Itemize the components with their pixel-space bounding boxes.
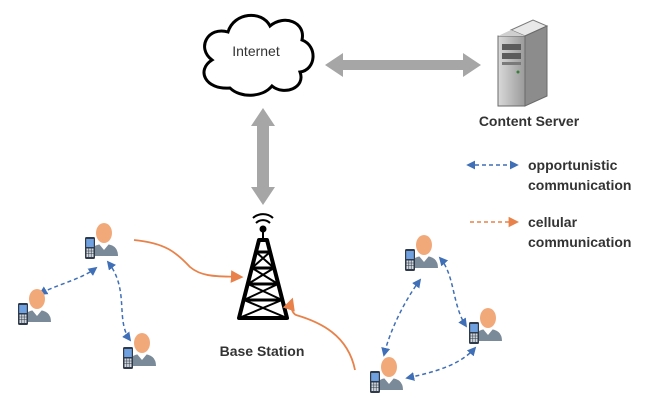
mobile-phone-icon (468, 321, 480, 345)
internet-server-link (325, 53, 481, 77)
cellular-arrow (133, 239, 244, 283)
internet-cloud: Internet (202, 13, 315, 97)
legend-line-2: communication (528, 177, 631, 193)
cellular-arrow (282, 297, 356, 371)
content-server: Content Server (479, 19, 580, 129)
legend-line-1: opportunistic (528, 157, 618, 173)
cellular-links (133, 239, 356, 371)
base-station: Base Station (220, 213, 305, 359)
mobile-phone-icon (122, 346, 134, 370)
user-node (468, 308, 502, 345)
user-node (84, 223, 118, 260)
user-node (122, 333, 156, 370)
internet-label: Internet (232, 43, 280, 59)
user-node (369, 357, 403, 394)
double-arrow-icon (251, 108, 275, 205)
internet-tower-link (251, 108, 275, 205)
mobile-phone-icon (17, 302, 29, 326)
opportunistic-arrow (405, 346, 477, 381)
content-server-label: Content Server (479, 113, 580, 129)
cell-tower-icon (237, 213, 289, 320)
server-icon (497, 19, 549, 107)
legend: opportunistic communication cellular com… (466, 157, 631, 250)
mobile-phone-icon (404, 248, 416, 272)
legend-line-1: cellular (528, 214, 578, 230)
cellular-legend: cellular communication (470, 214, 631, 250)
opportunistic-legend: opportunistic communication (466, 157, 631, 193)
opportunistic-arrow (381, 278, 422, 357)
base-station-label: Base Station (220, 343, 305, 359)
user-node (404, 235, 438, 272)
opportunistic-arrow (106, 260, 132, 342)
opportunistic-arrow (438, 256, 467, 328)
opportunistic-links (38, 256, 477, 381)
mobile-phone-icon (369, 370, 381, 394)
cloud-icon (202, 13, 315, 97)
legend-line-2: communication (528, 234, 631, 250)
user-node (17, 289, 51, 326)
opportunistic-arrow (38, 266, 98, 295)
mobile-phone-icon (84, 236, 96, 260)
double-arrow-icon (325, 53, 481, 77)
